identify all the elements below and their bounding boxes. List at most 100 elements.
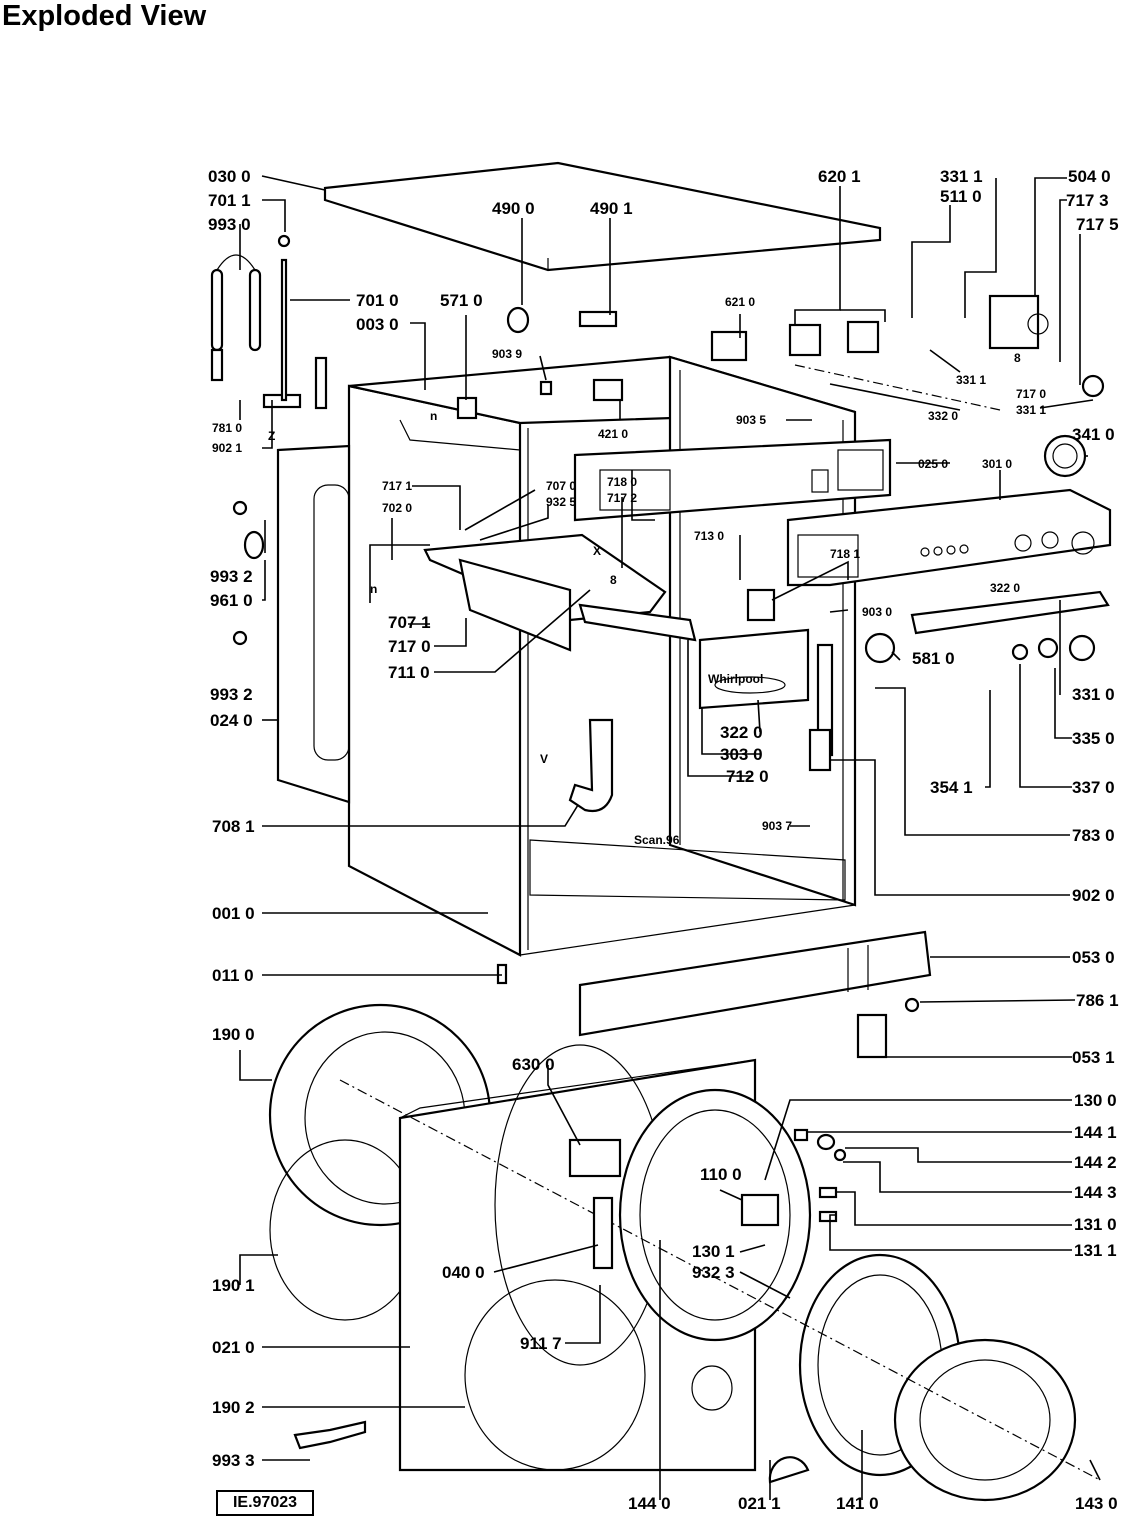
- callout-504-0: 504 0: [1068, 167, 1111, 186]
- callout-571-0: 571 0: [440, 291, 483, 310]
- drain-cap: [768, 1456, 810, 1484]
- callout-713-0: 713 0: [694, 529, 724, 543]
- dispenser-drawer: [578, 603, 810, 710]
- marking-8-2: 8: [1014, 351, 1021, 365]
- callout-144-1: 144 1: [1074, 1123, 1117, 1142]
- callout-144-0: 144 0: [628, 1494, 671, 1513]
- callout-993-3: 993 3: [212, 1451, 255, 1470]
- callout-712-0: 712 0: [726, 767, 769, 786]
- callout-331-0: 331 0: [1072, 685, 1115, 704]
- callout-331-1-b: 331 1: [956, 373, 986, 387]
- rear-panel: [276, 444, 351, 804]
- leader-lines: [239, 175, 1101, 1500]
- top-lid: [323, 161, 882, 272]
- plinth: [578, 930, 932, 1037]
- callout-337-0: 337 0: [1072, 778, 1115, 797]
- callout-701-0: 701 0: [356, 291, 399, 310]
- front-control-panel: [786, 488, 1112, 587]
- callout-903-5: 903 5: [736, 413, 766, 427]
- callout-717-0-b: 717 0: [388, 637, 431, 656]
- plinth-cover: [856, 1013, 888, 1059]
- callout-025-0: 025 0: [918, 457, 948, 471]
- callout-021-1: 021 1: [738, 1494, 781, 1513]
- callout-902-0: 902 0: [1072, 886, 1115, 905]
- markings: n n Z X V 8 8 Whirlpool Scan.96: [268, 351, 1021, 847]
- marking-z: Z: [268, 429, 275, 443]
- callout-490-0: 490 0: [492, 199, 535, 218]
- marking-n-1: n: [430, 409, 437, 423]
- callout-335-0: 335 0: [1072, 729, 1115, 748]
- callout-620-1: 620 1: [818, 167, 861, 186]
- callout-717-3: 717 3: [1066, 191, 1109, 210]
- drain-hose: [568, 718, 614, 813]
- callout-131-1: 131 1: [1074, 1241, 1117, 1260]
- callout-511-0: 511 0: [940, 187, 982, 206]
- callout-303-0: 303 0: [720, 745, 763, 764]
- callout-902-1: 902 1: [212, 441, 242, 455]
- callout-190-2: 190 2: [212, 1398, 255, 1417]
- callout-708-1: 708 1: [212, 817, 255, 836]
- callout-011-0: 011 0: [212, 966, 254, 985]
- callout-144-2: 144 2: [1074, 1153, 1117, 1172]
- callout-301-0: 301 0: [982, 457, 1012, 471]
- page-title: Exploded View: [2, 0, 207, 32]
- marking-8-1: 8: [610, 573, 617, 587]
- callout-932-3: 932 3: [692, 1263, 735, 1282]
- callout-781-0: 781 0: [212, 421, 242, 435]
- callout-331-1-a: 331 1: [940, 167, 983, 186]
- callout-903-7: 903 7: [762, 819, 792, 833]
- callout-961-0: 961 0: [210, 591, 253, 610]
- callout-190-1: 190 1: [212, 1276, 255, 1295]
- callout-053-1: 053 1: [1072, 1048, 1115, 1067]
- callout-141-0: 141 0: [836, 1494, 879, 1513]
- callout-332-0: 332 0: [928, 409, 958, 423]
- door-frame: [618, 1088, 812, 1342]
- callout-labels: 030 0 701 1 993 0 701 0 003 0 571 0 490 …: [208, 167, 1119, 1513]
- hardware: [210, 234, 1105, 1450]
- callout-701-1: 701 1: [208, 191, 251, 210]
- callout-341-0: 341 0: [1072, 425, 1115, 444]
- callout-421-0: 421 0: [598, 427, 628, 441]
- marking-sign: Scan.96: [634, 833, 680, 847]
- callout-144-3: 144 3: [1074, 1183, 1117, 1202]
- callout-331-1-c: 331 1: [1016, 403, 1046, 417]
- callout-707-1: 707 1: [388, 613, 431, 632]
- callout-190-0: 190 0: [212, 1025, 255, 1044]
- callout-053-0: 053 0: [1072, 948, 1115, 967]
- callout-001-0: 001 0: [212, 904, 255, 923]
- callout-932-5: 932 5: [546, 495, 576, 509]
- callout-718-0: 718 0: [607, 475, 637, 489]
- callout-718-1: 718 1: [830, 547, 860, 561]
- callout-903-9: 903 9: [492, 347, 522, 361]
- marking-v: V: [540, 752, 548, 766]
- callout-717-0-a: 717 0: [1016, 387, 1046, 401]
- callout-322-0-b: 322 0: [720, 723, 763, 742]
- callout-040-0: 040 0: [442, 1263, 485, 1282]
- callout-003-0: 003 0: [356, 315, 399, 334]
- callout-490-1: 490 1: [590, 199, 633, 218]
- callout-143-0: 143 0: [1075, 1494, 1118, 1513]
- callout-322-0-a: 322 0: [990, 581, 1020, 595]
- marking-brand: Whirlpool: [708, 672, 763, 686]
- callout-783-0: 783 0: [1072, 826, 1115, 845]
- callout-993-2-b: 993 2: [210, 685, 253, 704]
- callout-024-0: 024 0: [210, 711, 253, 730]
- callout-354-1: 354 1: [930, 778, 973, 797]
- marking-x: X: [593, 544, 601, 558]
- callout-110-0: 110 0: [700, 1165, 742, 1184]
- callout-903-0: 903 0: [862, 605, 892, 619]
- drawing-reference: IE.97023: [216, 1490, 314, 1516]
- callout-621-0: 621 0: [725, 295, 755, 309]
- program-label-strip: [910, 590, 1110, 635]
- callout-030-0: 030 0: [208, 167, 251, 186]
- callout-711-0: 711 0: [388, 663, 430, 682]
- callout-717-5: 717 5: [1076, 215, 1119, 234]
- callout-911-7: 911 7: [520, 1334, 562, 1353]
- control-frame: [573, 438, 892, 522]
- callout-581-0: 581 0: [912, 649, 955, 668]
- callout-630-0: 630 0: [512, 1055, 555, 1074]
- dispenser-housing: [423, 533, 667, 652]
- callout-131-0: 131 0: [1074, 1215, 1117, 1234]
- callout-786-1: 786 1: [1076, 991, 1119, 1010]
